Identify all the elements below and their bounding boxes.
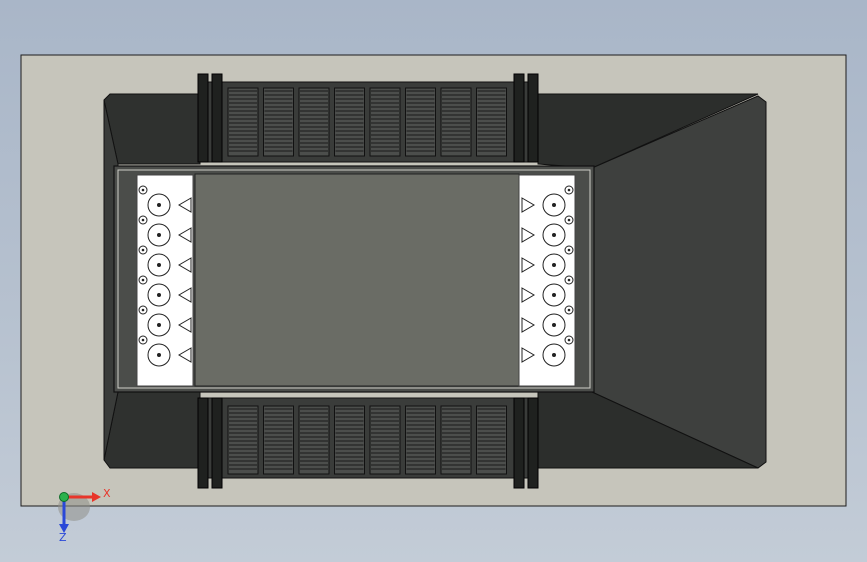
fin-column <box>440 87 472 157</box>
enclosure-left-bottom-flap <box>103 391 201 469</box>
terminal[interactable] <box>138 185 192 217</box>
enclosure-left-top-flap <box>103 93 201 165</box>
fin-column <box>405 405 436 475</box>
fin-column <box>298 405 330 475</box>
x-axis-arrowhead <box>92 492 101 502</box>
fin-column <box>476 87 507 157</box>
y-axis-dot <box>59 492 69 502</box>
z-axis-label: Z <box>59 531 67 544</box>
left-terminal-group <box>138 185 192 367</box>
right-terminal-group <box>521 185 574 367</box>
fin-column <box>369 405 401 475</box>
enclosure-body[interactable] <box>103 93 767 469</box>
fin-column <box>263 405 294 475</box>
fin-column <box>227 405 259 475</box>
coordinate-triad: X Z <box>58 487 111 544</box>
fin-column <box>369 87 401 157</box>
terminal[interactable] <box>521 335 574 367</box>
terminal[interactable] <box>138 335 192 367</box>
fin-column <box>227 87 259 157</box>
terminal[interactable] <box>138 215 192 247</box>
fin-column <box>334 405 365 475</box>
terminal[interactable] <box>521 275 574 307</box>
fin-column <box>440 405 472 475</box>
fin-column <box>263 87 294 157</box>
enclosure-inner-rim <box>117 169 591 389</box>
terminal[interactable] <box>521 185 574 217</box>
fin-column <box>476 405 507 475</box>
terminal[interactable] <box>521 245 574 277</box>
terminal[interactable] <box>138 275 192 307</box>
fin-column <box>405 87 436 157</box>
terminal[interactable] <box>138 305 192 337</box>
top-heatsink[interactable] <box>197 73 539 163</box>
terminal[interactable] <box>138 245 192 277</box>
terminal[interactable] <box>521 305 574 337</box>
z-axis-arrowhead <box>59 524 69 533</box>
terminal[interactable] <box>521 215 574 247</box>
x-axis-label: X <box>103 487 111 500</box>
fin-column <box>334 87 365 157</box>
fin-column <box>298 87 330 157</box>
bottom-heatsink[interactable] <box>197 397 539 489</box>
cavity-floor <box>194 173 520 387</box>
